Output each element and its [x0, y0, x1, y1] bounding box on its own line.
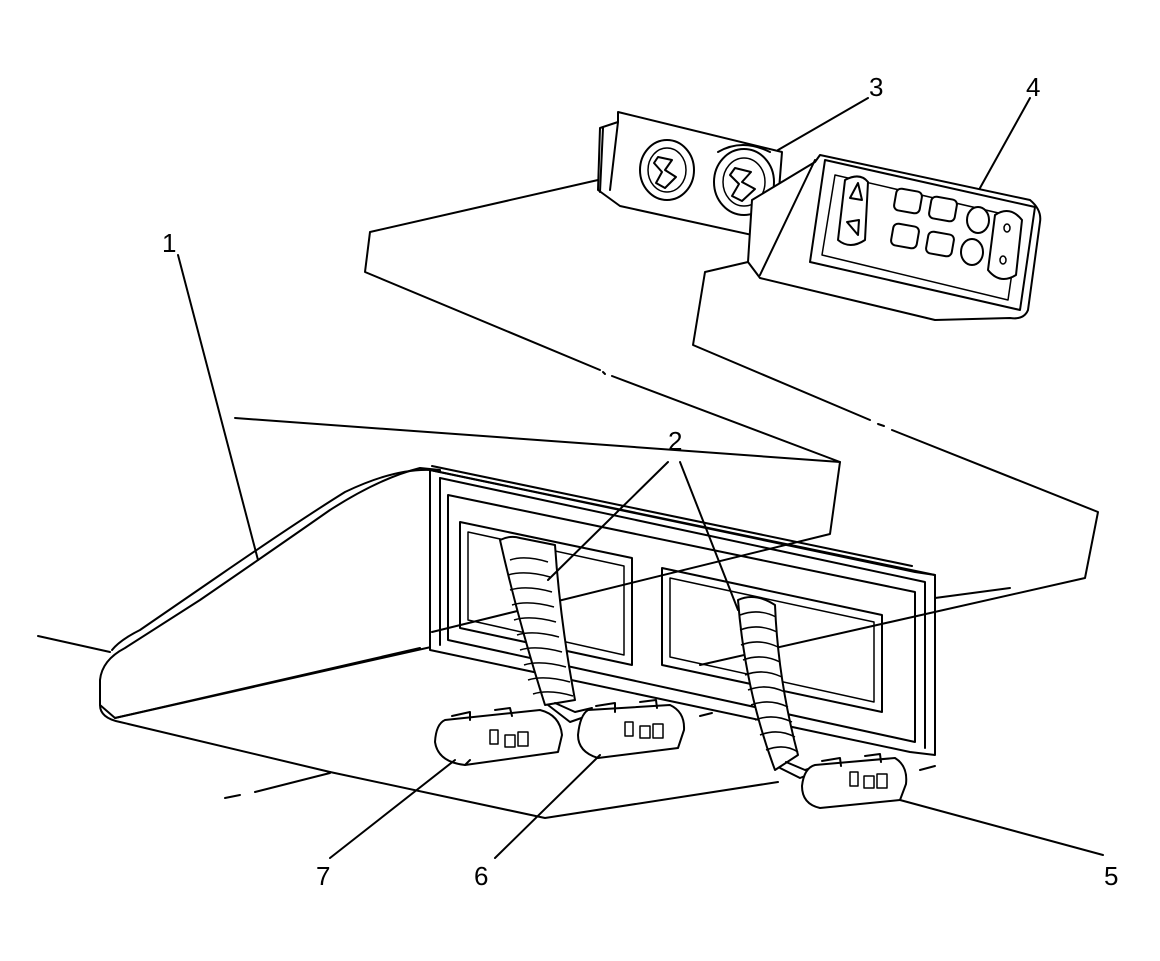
callout-labels: 1 2 3 4 5 6 7	[162, 72, 1118, 891]
switch-module-4	[747, 154, 1042, 321]
leader-1	[177, 254, 259, 561]
callout-3: 3	[869, 72, 883, 102]
callout-5: 5	[1104, 861, 1118, 891]
callout-6: 6	[474, 861, 488, 891]
leader-2b	[679, 461, 739, 611]
connector-7	[434, 707, 563, 766]
connector-6	[577, 699, 686, 759]
callout-1: 1	[162, 228, 176, 258]
callout-2: 2	[668, 426, 682, 456]
leader-lines	[177, 97, 1104, 859]
connector-5	[801, 753, 908, 809]
wiring-harness-right	[737, 595, 819, 779]
leader-3	[777, 97, 869, 151]
leader-4	[979, 97, 1031, 189]
leader-5	[899, 799, 1104, 856]
console-housing	[99, 465, 936, 819]
leader-6	[494, 754, 601, 859]
leader-2a	[547, 461, 669, 581]
callout-4: 4	[1026, 72, 1040, 102]
callout-7: 7	[316, 861, 330, 891]
leader-7	[329, 759, 456, 859]
projection-lines	[37, 179, 1099, 799]
